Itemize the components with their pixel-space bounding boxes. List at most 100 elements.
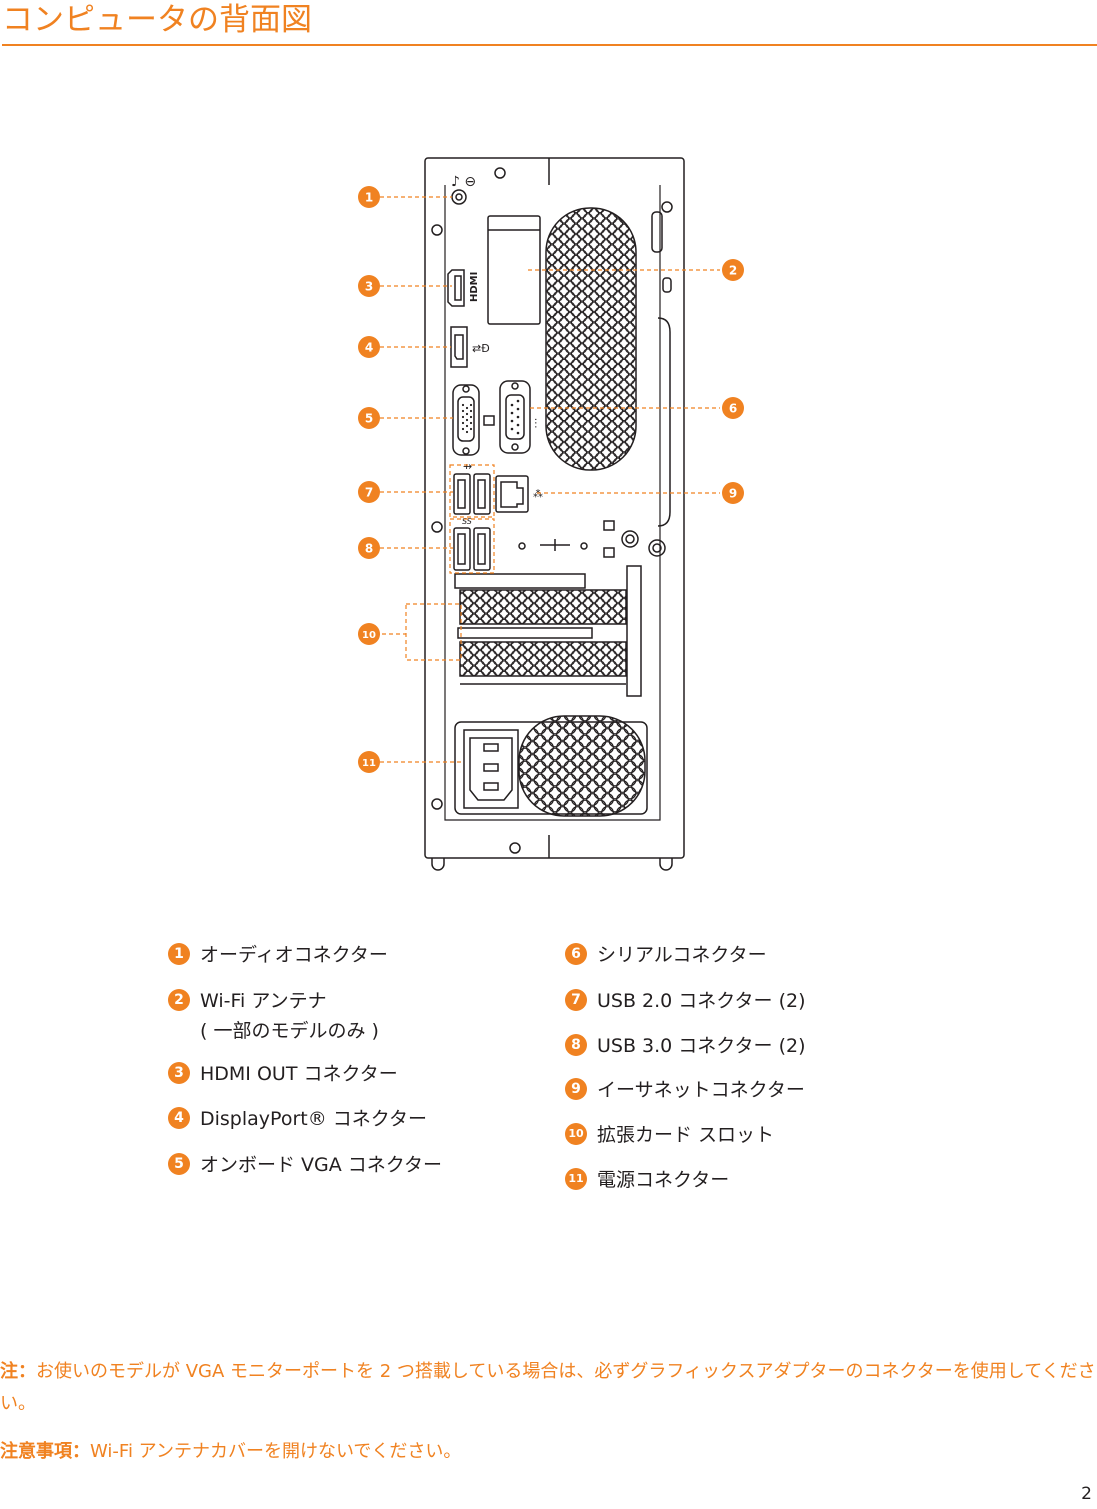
- legend-item: 11 電源コネクター: [565, 1165, 729, 1195]
- note-text: お使いのモデルが VGA モニターポートを 2 つ搭載している場合は、必ずグラフ…: [0, 1361, 1096, 1414]
- page-title: コンピュータの背面図: [2, 0, 1097, 46]
- callout-badge: [358, 275, 380, 297]
- note-paragraph: 注：お使いのモデルが VGA モニターポートを 2 つ搭載している場合は、必ずグ…: [0, 1356, 1097, 1420]
- serial-port: [499, 380, 531, 454]
- vga-port: [452, 384, 480, 456]
- callout-badge-number: 1: [365, 191, 373, 205]
- legend-number: 1: [168, 942, 190, 965]
- legend-label: シリアルコネクター: [597, 944, 767, 966]
- callout-badge: [358, 751, 380, 773]
- callout-badge: [358, 623, 380, 645]
- caution-paragraph: 注意事項：Wi-Fi アンテナカバーを開けないでください。: [0, 1436, 1097, 1468]
- psu-vent: [518, 715, 646, 817]
- chassis-inner-panel: [444, 185, 661, 821]
- legend-label: Wi-Fi アンテナ: [200, 990, 327, 1012]
- power-connector: [463, 729, 519, 809]
- displayport-icon: ⇄Ð: [472, 342, 490, 355]
- legend-item: 3 HDMI OUT コネクター: [168, 1059, 398, 1089]
- hdmi-label: HDMI: [469, 272, 480, 302]
- callout-badge: [722, 482, 744, 504]
- monitor-icon: [483, 415, 495, 426]
- callout-badge: [722, 397, 744, 419]
- legend-item: 7 USB 2.0 コネクター (2): [565, 986, 806, 1016]
- page-number: 2: [1081, 1484, 1092, 1504]
- callout-badge-number: 2: [729, 264, 737, 278]
- callout-badge: [358, 407, 380, 429]
- caution-text: Wi-Fi アンテナカバーを開けないでください。: [90, 1441, 462, 1462]
- ethernet-port: [495, 475, 529, 513]
- expansion-slot-divider: [457, 627, 593, 639]
- legend-label: DisplayPort® コネクター: [200, 1108, 427, 1130]
- thumb-screw: [621, 530, 639, 548]
- legend-label: 電源コネクター: [597, 1169, 730, 1191]
- audio-jack: [451, 189, 467, 205]
- legend-number: 5: [168, 1152, 190, 1175]
- screw-icon: [509, 842, 521, 854]
- chassis-foot-left: [431, 858, 445, 871]
- usb3-icon: SS: [462, 517, 472, 526]
- legend-number: 4: [168, 1106, 190, 1129]
- caution-label: 注意事項：: [0, 1441, 90, 1462]
- legend-number: 3: [168, 1061, 190, 1084]
- legend-number: 2: [168, 988, 190, 1011]
- serial-icon: ⫶: [534, 417, 537, 432]
- note-label: 注：: [0, 1361, 36, 1382]
- hdmi-port: [447, 269, 465, 307]
- screw-icon: [494, 167, 506, 179]
- legend-item: 8 USB 3.0 コネクター (2): [565, 1031, 806, 1061]
- callout-badge-number: 10: [362, 630, 376, 641]
- usb2-port-1: [453, 473, 471, 515]
- usb2-port-2: [473, 473, 491, 515]
- legend-number: 8: [565, 1033, 587, 1056]
- screw-icon: [431, 798, 443, 810]
- legend-label: USB 2.0 コネクター (2): [597, 990, 806, 1012]
- usb-icon: ⇸: [463, 460, 472, 473]
- callout-badge-number: 5: [365, 412, 373, 426]
- lock-slot: [662, 277, 672, 293]
- expansion-slot-1: [459, 589, 627, 625]
- legend-label: USB 3.0 コネクター (2): [597, 1035, 806, 1057]
- legend-number: 11: [565, 1167, 587, 1190]
- key-icon: [540, 539, 570, 551]
- legend-item: 1 オーディオコネクター: [168, 940, 388, 970]
- expansion-slot-bracket: [454, 573, 586, 589]
- top-vent: [545, 207, 637, 471]
- callout-badge-number: 4: [365, 341, 373, 355]
- callout-badge: [358, 537, 380, 559]
- legend-label: オーディオコネクター: [200, 944, 388, 966]
- legend-item: 2 Wi-Fi アンテナ ( 一部のモデルのみ ): [168, 986, 379, 1046]
- wifi-antenna-cover: [487, 215, 541, 325]
- usb3-port-2: [473, 527, 491, 571]
- legend-number: 7: [565, 988, 587, 1011]
- legend-item: 4 DisplayPort® コネクター: [168, 1104, 427, 1134]
- chassis-foot-right: [659, 858, 673, 871]
- thumb-screw: [648, 539, 666, 557]
- callout-badge-number: 11: [362, 758, 376, 769]
- screw-icon: [431, 521, 443, 533]
- legend-label: イーサネットコネクター: [597, 1079, 805, 1101]
- legend-label: 拡張カード スロット: [597, 1124, 775, 1146]
- callout-badge: [722, 259, 744, 281]
- legend-label: HDMI OUT コネクター: [200, 1063, 398, 1085]
- legend-number: 6: [565, 942, 587, 965]
- expansion-slot-2: [459, 641, 627, 677]
- callout-badge-number: 3: [365, 280, 373, 294]
- screw-icon: [661, 201, 673, 213]
- displayport-port: [450, 326, 468, 368]
- side-rail: [657, 317, 671, 527]
- computer-rear-diagram: ♪ ⊖ HDMI ⇄Ð: [358, 157, 744, 871]
- screw-icon: [431, 224, 443, 236]
- callout-badge-number: 9: [729, 487, 737, 501]
- legend-sublabel: ( 一部のモデルのみ ): [200, 1020, 379, 1042]
- audio-icon: ♪ ⊖: [451, 174, 476, 190]
- legend-number: 10: [565, 1122, 587, 1145]
- legend-item: 6 シリアルコネクター: [565, 940, 767, 970]
- callout-badge-number: 8: [365, 542, 373, 556]
- callout-badge-number: 6: [729, 402, 737, 416]
- usb3-port-1: [453, 527, 471, 571]
- chassis-outline: [424, 157, 685, 859]
- callout-badge: [358, 481, 380, 503]
- callout-badge: [358, 186, 380, 208]
